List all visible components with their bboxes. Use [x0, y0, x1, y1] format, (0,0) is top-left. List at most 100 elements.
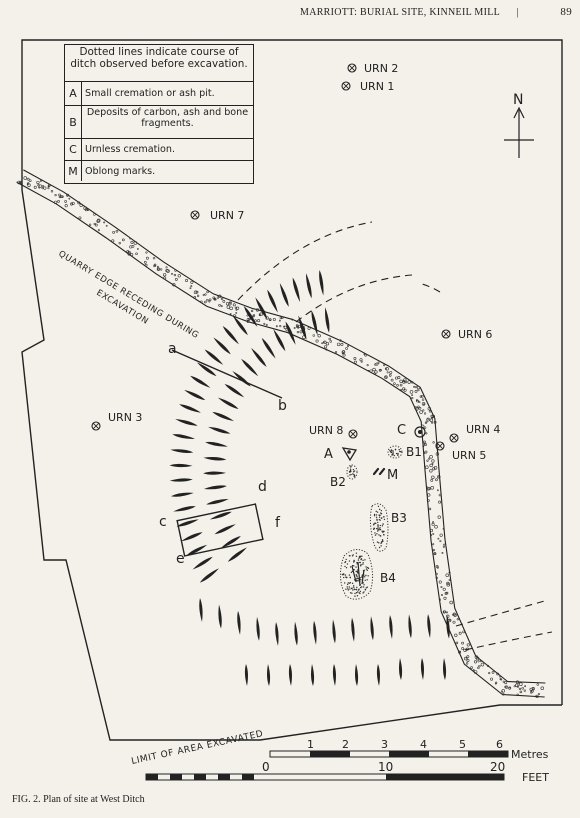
stipple-dot — [79, 203, 83, 207]
stipple-dot — [325, 342, 330, 346]
stipple-dot — [257, 319, 261, 323]
stipple-dot — [172, 283, 176, 287]
stipple-dot — [369, 369, 373, 373]
stipple-dot — [19, 181, 22, 185]
section-letter-d: d — [258, 479, 267, 495]
stipple-dot — [345, 588, 347, 590]
legend-row-m: M Oblong marks. — [65, 161, 253, 181]
section-letter-c: c — [159, 514, 167, 530]
ditch-mark — [292, 277, 301, 303]
stipple-dot — [404, 380, 408, 384]
stipple-dot — [423, 403, 425, 406]
stipple-dot — [431, 475, 435, 480]
scale-feet-block — [242, 774, 254, 780]
stipple-dot — [349, 576, 351, 579]
stipple-dot — [436, 489, 439, 492]
dashed-line-5 — [464, 631, 553, 651]
stipple-dot — [252, 315, 255, 318]
ditch-mark — [204, 349, 224, 365]
urn-2: URN 2 — [347, 62, 398, 75]
urn-5-label: URN 5 — [452, 449, 486, 462]
stipple-dot — [376, 519, 378, 521]
feature-b1-deposit — [387, 445, 403, 459]
stipple-dot — [454, 633, 458, 637]
stipple-dot — [71, 201, 75, 206]
stipple-dot — [513, 685, 516, 688]
scale-metres-tick-5: 5 — [459, 738, 466, 751]
ditch-mark — [305, 273, 312, 299]
running-head: MARRIOTT: BURIAL SITE, KINNEIL MILL | 89 — [300, 6, 576, 18]
stipple-dot — [462, 630, 465, 634]
stipple-dot — [278, 319, 281, 322]
stipple-dot — [375, 510, 377, 512]
stipple-dot — [268, 318, 272, 322]
stipple-dot — [430, 534, 433, 537]
stipple-dot — [357, 589, 360, 591]
stipple-dot — [359, 561, 361, 564]
stipple-dot — [393, 454, 395, 457]
ditch-mark — [332, 664, 336, 686]
stipple-dot — [347, 589, 350, 591]
ditch-mark — [273, 329, 286, 352]
stipple-dot — [393, 382, 396, 385]
dashed-line-1 — [237, 221, 373, 301]
stipple-dot — [353, 586, 355, 588]
ditch-mark — [389, 614, 393, 639]
ditch-mark — [175, 419, 198, 426]
stipple-dot — [153, 264, 156, 268]
ditch-mark — [218, 604, 222, 629]
stipple-dot — [356, 561, 358, 564]
stipple-dot — [365, 566, 367, 568]
stipple-dot — [386, 371, 389, 374]
stipple-dot — [353, 360, 357, 364]
stipple-dot — [390, 449, 393, 451]
stipple-dot — [351, 592, 353, 594]
stipple-dot — [279, 325, 282, 328]
stipple-dot — [351, 570, 354, 573]
stipple-dot — [275, 325, 278, 328]
stipple-dot — [358, 557, 360, 559]
stipple-dot — [204, 300, 207, 304]
stipple-dot — [425, 465, 429, 469]
stipple-dot — [356, 575, 358, 578]
stipple-dot — [378, 518, 381, 521]
stipple-dot — [374, 370, 378, 374]
stipple-dot — [389, 449, 391, 452]
legend-key-b: B — [65, 106, 82, 138]
stipple-dot — [343, 576, 345, 579]
stipple-dot — [283, 325, 285, 328]
stipple-dot — [57, 200, 60, 203]
stipple-dot — [361, 580, 364, 582]
stipple-dot — [307, 326, 311, 330]
stipple-dot — [220, 305, 223, 308]
legend-row-a: A Small cremation or ash pit. — [65, 82, 253, 106]
stipple-dot — [255, 308, 260, 312]
ditch-mark — [267, 289, 278, 313]
stipple-dot — [312, 334, 316, 337]
stipple-dot — [424, 421, 427, 424]
urn-4: URN 4 — [449, 423, 500, 443]
stipple-dot — [428, 507, 432, 511]
stipple-dot — [152, 256, 156, 260]
stipple-dot — [366, 569, 369, 571]
stipple-dot — [359, 577, 362, 579]
stipple-dot — [259, 312, 263, 317]
stipple-dot — [66, 194, 69, 197]
scale-metres-unit: Metres — [511, 748, 549, 761]
stipple-dot — [360, 564, 362, 566]
stipple-dot — [293, 327, 296, 329]
stipple-dot — [515, 683, 519, 688]
stipple-dot — [136, 247, 139, 250]
stipple-dot — [133, 241, 138, 245]
stipple-dot — [421, 398, 425, 401]
stipple-dot — [413, 385, 416, 388]
stipple-dot — [402, 387, 406, 391]
stipple-dot — [422, 445, 425, 448]
ditch-mark — [244, 664, 248, 686]
scale-metres-tick-4: 4 — [420, 738, 427, 751]
stipple-dot — [163, 276, 167, 280]
stipple-dot — [130, 240, 134, 244]
ditch-mark — [212, 411, 234, 422]
stipple-dot — [431, 459, 435, 463]
ditch-mark — [172, 434, 195, 439]
